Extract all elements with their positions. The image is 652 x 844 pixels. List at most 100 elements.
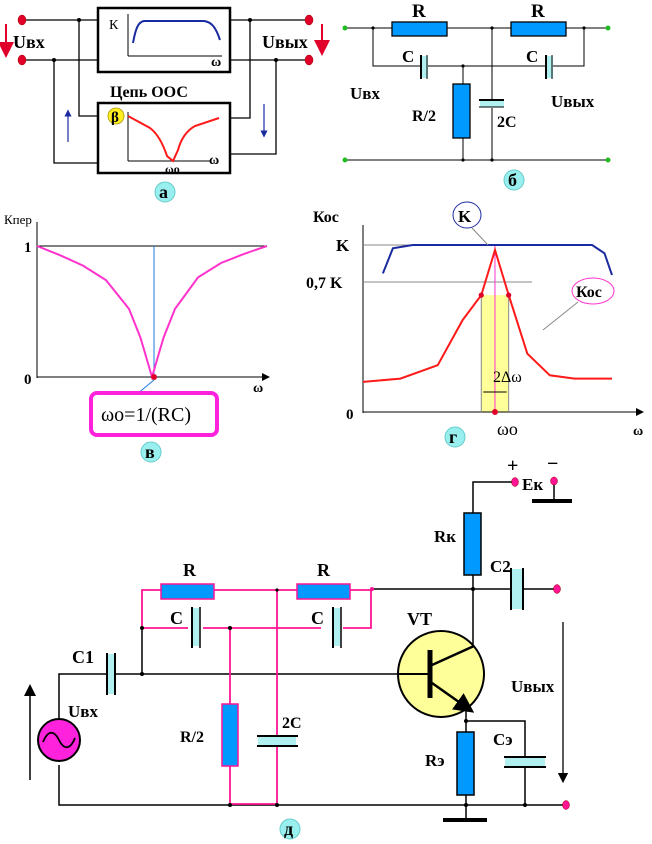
panel-d-r-half-label: R/2 [180, 729, 204, 746]
fb-omega-label: ω [209, 153, 219, 168]
panel-d-c-in-label: C1 [72, 647, 94, 667]
chart-v-x-label: ω [253, 381, 263, 396]
chart-v-series-kper [36, 245, 268, 381]
capacitor-d-c1 [191, 607, 201, 648]
resistor-d-r1 [160, 583, 215, 600]
badge-v-text: в [145, 442, 155, 462]
panel-d-re-label: Rэ [425, 751, 445, 770]
capacitor-d-c2 [332, 607, 342, 648]
capacitor-c-out [510, 568, 524, 610]
panel-b-2c-label: 2C [497, 114, 517, 131]
chart-g-omega0-point [491, 409, 498, 415]
panel-d-uout-label: Uвых [511, 677, 555, 696]
amplifier-box [96, 6, 232, 74]
panel-a-uin-label: Uвх [13, 32, 45, 52]
panel-d-minus-label: − [547, 453, 558, 475]
panel-b-junctions [371, 26, 586, 162]
capacitor-d-2c [257, 735, 298, 747]
chart-g-half-power-point-left [478, 292, 484, 298]
panel-b-r1-label: R [412, 1, 426, 22]
chart-g-tick-07k: 0,7 K [306, 275, 343, 292]
panel-d-uin-label: Uвх [68, 702, 98, 721]
panel-d-ce-label: Cэ [493, 730, 513, 749]
badge-a [154, 181, 176, 203]
badge-g-text: г [449, 427, 457, 447]
panel-b-terminals [342, 25, 611, 163]
chart-v-formula-box [89, 391, 219, 437]
panel-a-uout-label: Uвых [262, 32, 308, 52]
resistor-r-half [452, 83, 471, 139]
capacitor-ce [504, 756, 546, 768]
capacitor-c2 [545, 55, 553, 79]
panel-d-vt-label: VT [407, 609, 432, 629]
chart-v-y-label: Кпер [4, 212, 32, 227]
resistor-d-r-half [221, 703, 239, 767]
chart-g-koc-callout-line [542, 301, 579, 331]
ac-source-icon [37, 718, 81, 762]
panel-b-twin-t-network: R R C C R/2 2C Uвх Uвых б [342, 1, 611, 191]
amp-k-label: К [109, 18, 119, 33]
panel-d-r2-label: R [317, 560, 331, 580]
transistor-vt [397, 630, 485, 718]
panel-d-rc-oscillator: R R C C C1 Uвх R/2 2C VT Rк C2 Rэ Cэ Uвы… [24, 453, 572, 840]
badge-b-text: б [508, 170, 517, 190]
capacitor-c1 [420, 55, 428, 79]
panel-d-r1-label: R [183, 560, 197, 580]
resistor-r1 [391, 21, 448, 37]
chart-v-tick-0: 0 [24, 372, 32, 388]
chart-v-formula: ωo=1/(RC) [101, 404, 191, 426]
panel-d-c2-label: C [311, 608, 324, 628]
badge-v [140, 441, 162, 463]
chart-g-k-callout-line [471, 227, 489, 246]
fb-response-curve [127, 115, 220, 163]
chart-g-half-power-point-right [506, 292, 512, 298]
chart-g-tick-0: 0 [346, 407, 354, 423]
panel-b-uout-label: Uвых [551, 92, 595, 111]
panel-b-c1-label: C [402, 47, 414, 66]
resistor-r2 [510, 21, 567, 37]
panel-a-block-diagram: Uвх Uвых К ω Цепь ООС β ω ωo а [0, 6, 330, 203]
panel-d-rk-label: Rк [434, 527, 456, 546]
fb-omega0-label: ωo [165, 162, 180, 176]
panel-b-r-half-label: R/2 [412, 108, 436, 125]
panel-b-uin-label: Uвх [350, 84, 380, 103]
badge-b [503, 169, 525, 191]
chart-g-tick-k: K [336, 236, 350, 255]
chart-g-legend-k: K [458, 207, 472, 226]
amp-response-curve [132, 20, 221, 44]
panel-a-junctions [52, 18, 278, 62]
chart-g-x-label: ω [633, 424, 643, 439]
panel-d-plus-label: + [507, 455, 518, 477]
capacitor-c-in [106, 653, 116, 695]
chart-g-legend-koc: Кос [576, 284, 602, 301]
chart-g-x-center-label: ωo [497, 419, 518, 439]
chart-v-tick-1: 1 [24, 240, 32, 256]
badge-d [279, 818, 301, 840]
panel-d-junctions [140, 587, 527, 807]
panel-d-c1-label: C [170, 608, 183, 628]
panel-b-wires [345, 27, 608, 161]
chart-g-legend-k-ellipse [452, 201, 482, 229]
panel-b-r2-label: R [531, 1, 545, 22]
badge-a-text: а [159, 182, 168, 202]
chart-g-series-k [381, 244, 613, 276]
chart-g-bandwidth-label: 2Δω [493, 369, 522, 386]
chart-v-omega0-point [151, 374, 157, 380]
resistor-rk [463, 512, 482, 576]
panel-d-pink-wires [141, 589, 372, 805]
beta-badge [107, 107, 125, 125]
panel-d-2c-label: 2C [282, 715, 302, 732]
beta-label: β [111, 110, 119, 126]
panel-a-wires [22, 19, 308, 164]
chart-g-series-koc [362, 246, 612, 383]
badge-g [444, 426, 466, 448]
panel-b-c2-label: C [526, 47, 538, 66]
panel-d-terminals [511, 476, 570, 810]
chart-g-y-label: Кос [313, 209, 339, 226]
panel-g-chart: 2Δω Кос K 0,7 K 0 ωo ω K Кос г [306, 201, 644, 448]
chart-g-legend-koc-ellipse [571, 277, 615, 305]
panel-d-black-wires [58, 481, 572, 822]
capacitor-2c [479, 99, 504, 108]
resistor-re [456, 731, 475, 796]
